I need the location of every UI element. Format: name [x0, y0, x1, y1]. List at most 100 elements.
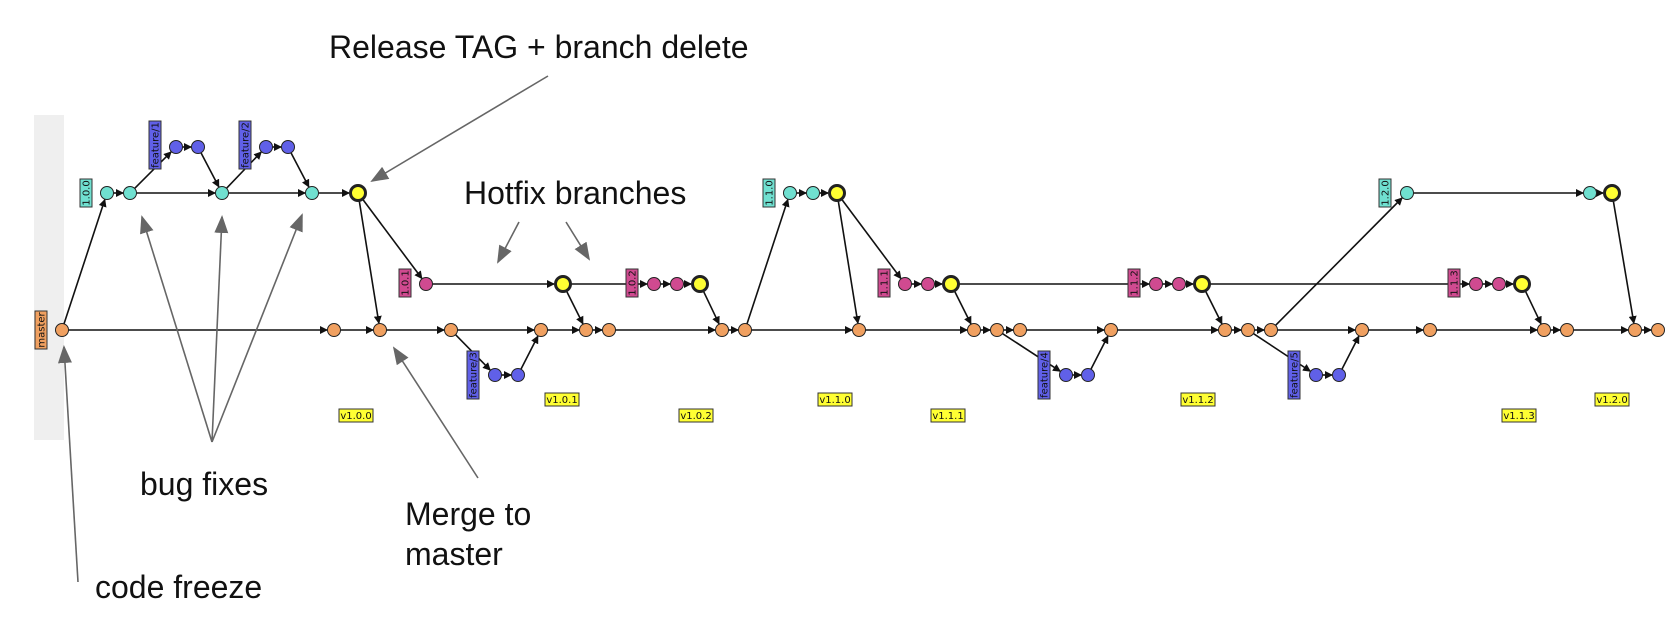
commit-node	[1332, 368, 1346, 382]
commit-node	[670, 277, 684, 291]
release-tag-commit	[349, 184, 367, 202]
bug-fixes-annotation: bug fixes	[140, 466, 268, 502]
branch-label-text: feature/5	[1290, 352, 1301, 398]
commit-edge	[565, 290, 584, 325]
commit-edge	[953, 290, 972, 325]
commit-edge	[290, 151, 310, 188]
graph-panel	[34, 115, 64, 440]
commit-edge	[225, 151, 262, 190]
commit-node	[327, 323, 341, 337]
version-tag-v1.0.2: v1.0.2	[678, 408, 714, 423]
branch-label-h102: 1.0.2	[625, 268, 639, 298]
commit-node	[511, 368, 525, 382]
branch-label-master: master	[34, 310, 48, 350]
version-tag-box	[1501, 408, 1537, 423]
branch-label-f2: feature/2	[238, 120, 252, 170]
version-tag-box	[1180, 392, 1216, 407]
commit-node	[215, 186, 229, 200]
commit-edge	[1090, 335, 1109, 371]
version-tag-box	[544, 392, 580, 407]
branch-label-text: 1.2.0	[1381, 180, 1392, 205]
release-tag-commit	[691, 275, 709, 293]
commit-node	[1423, 323, 1437, 337]
version-tag-box	[678, 408, 714, 423]
branch-label-text: 1.1.0	[765, 180, 776, 205]
commit-node	[1059, 368, 1073, 382]
commit-edge	[1252, 332, 1311, 372]
hotfix-arrow-2	[565, 221, 591, 261]
commit-edge	[63, 198, 107, 325]
branch-label-text: 1.1.2	[1130, 270, 1141, 295]
branch-label-box	[1127, 268, 1141, 298]
version-tag-v1.1.2: v1.1.2	[1180, 392, 1216, 407]
release-tag-commit	[554, 275, 572, 293]
commit-node	[921, 277, 935, 291]
version-tag-v1.1.0: v1.1.0	[817, 392, 853, 407]
version-tags: v1.0.0 v1.0.1 v1.0.2 v1.1.0 v1.1.1 v1.1.2 v1.1…	[338, 392, 1630, 423]
branch-label-r100: 1.0.0	[79, 178, 93, 208]
version-tag-text: v1.1.1	[932, 411, 963, 422]
branch-label-f1: feature/1	[148, 120, 162, 170]
release-tag-commit	[1603, 184, 1621, 202]
commit-node	[967, 323, 981, 337]
hotfix-branches-annotation: Hotfix branches	[464, 175, 686, 211]
commit-edge	[1612, 200, 1637, 325]
commit-node	[55, 323, 69, 337]
bugfix-arrow-2	[211, 215, 229, 443]
branch-label-h112: 1.1.2	[1127, 268, 1141, 298]
version-tag-box	[338, 408, 374, 423]
commit-node	[1651, 323, 1665, 337]
commit-node	[444, 323, 458, 337]
commit-nodes	[55, 140, 1665, 382]
branch-label-text: feature/2	[241, 122, 252, 168]
branch-label-text: 1.1.3	[1450, 270, 1461, 295]
branch-label-box	[625, 268, 639, 298]
hotfix-arrow-1	[497, 221, 520, 264]
code-freeze-arrow	[57, 345, 79, 583]
commit-node	[100, 186, 114, 200]
commit-node	[1309, 368, 1323, 382]
commit-node	[305, 186, 319, 200]
branch-label-box	[238, 120, 252, 170]
branch-label-text: master	[37, 311, 48, 347]
branch-label-text: feature/1	[151, 122, 162, 168]
commit-node	[990, 323, 1004, 337]
branch-label-box	[762, 178, 776, 208]
commit-node	[281, 140, 295, 154]
commit-node	[123, 186, 137, 200]
commit-edge	[746, 198, 790, 325]
release-tag-commit	[828, 184, 846, 202]
commit-node	[579, 323, 593, 337]
version-tag-text: v1.0.1	[546, 395, 577, 406]
commit-node	[1241, 323, 1255, 337]
commit-edge	[133, 151, 172, 190]
bugfix-arrow-3	[211, 213, 303, 443]
version-tag-text: v1.0.0	[340, 411, 371, 422]
commit-node	[1537, 323, 1551, 337]
branch-label-text: feature/3	[469, 352, 480, 398]
commit-edge	[362, 198, 423, 280]
bugfix-arrow-1	[140, 215, 213, 443]
commit-node	[488, 368, 502, 382]
commit-node	[1218, 323, 1232, 337]
branch-label-text: 1.1.1	[880, 270, 891, 295]
branch-label-h111: 1.1.1	[877, 268, 891, 298]
commit-edge	[520, 335, 539, 371]
commit-node	[1081, 368, 1095, 382]
version-tag-text: v1.1.3	[1503, 411, 1534, 422]
version-tag-box	[817, 392, 853, 407]
commit-node	[1400, 186, 1414, 200]
commit-edge	[1524, 290, 1542, 325]
branch-label-f5: feature/5	[1287, 350, 1301, 400]
commit-edge	[358, 200, 382, 325]
release-tag-commit	[1193, 275, 1211, 293]
commit-node	[1583, 186, 1597, 200]
branch-label-box	[34, 310, 48, 350]
commit-node	[1013, 323, 1027, 337]
commit-node	[647, 277, 661, 291]
commit-edge	[702, 290, 720, 325]
commit-node	[738, 323, 752, 337]
